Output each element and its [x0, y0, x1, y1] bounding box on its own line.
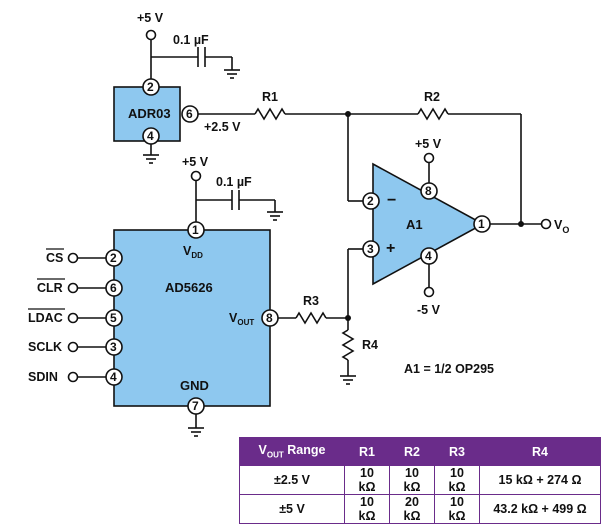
ad5626-chip	[113, 229, 271, 407]
cell-r4: 43.2 kΩ + 499 Ω	[479, 494, 601, 524]
opamp-vn-terminal	[423, 286, 435, 298]
opamp-note: A1 = 1/2 OP295	[404, 362, 494, 376]
ad5626-pin-vdd-label: 1	[192, 223, 199, 237]
opamp-vp-label: +5 V	[415, 137, 442, 151]
ad5626-gnd-label: GND	[180, 378, 209, 393]
resistor-value-table: VOUT Range R1 R2 R3 R4 ±2.5 V 10 kΩ 10 k…	[239, 437, 601, 524]
cell-range: ±2.5 V	[239, 465, 345, 495]
resistor-r4	[341, 329, 355, 361]
r2-label: R2	[424, 90, 440, 104]
ad5626-supply-terminal	[190, 170, 202, 182]
input-sdin-label: SDIN	[28, 370, 58, 384]
ad5626-pin-gnd-label: 7	[192, 399, 199, 413]
adr03-supply-terminal	[145, 29, 157, 41]
opamp-vp-terminal	[423, 152, 435, 164]
input-clr: CLR 6	[37, 278, 123, 297]
r4-label: R4	[362, 338, 378, 352]
opamp-pin-vp-label: 8	[425, 184, 432, 198]
ad5626-supply-label: +5 V	[182, 155, 209, 169]
header-vout-range: VOUT Range	[239, 437, 345, 466]
opamp-vn-label: -5 V	[417, 303, 441, 317]
ad5626-pin-vout-label: 8	[266, 311, 273, 325]
vout-terminal	[540, 218, 552, 230]
resistor-r2	[417, 107, 449, 121]
input-cs: CS 2	[46, 248, 123, 267]
resistor-r3	[295, 311, 327, 325]
cell-r1: 10 kΩ	[344, 465, 390, 495]
opamp-pin-inv	[362, 192, 380, 210]
adr03-supply-label: +5 V	[137, 11, 164, 25]
vout-label: VO	[554, 218, 569, 235]
input-cs-pin: 2	[110, 251, 117, 265]
adr03-name: ADR03	[128, 106, 171, 121]
cell-r4: 15 kΩ + 274 Ω	[479, 465, 601, 495]
header-r4: R4	[479, 437, 601, 466]
ad5626-vdd-label: VDD	[183, 244, 203, 260]
node-out	[518, 221, 524, 227]
input-ldac: LDAC 5	[28, 308, 123, 327]
opamp-a1	[372, 162, 485, 286]
header-r1: R1	[344, 437, 390, 466]
table-row: ±2.5 V 10 kΩ 10 kΩ 10 kΩ 15 kΩ + 274 Ω	[239, 465, 601, 495]
adr03-pin-in-label: 2	[147, 80, 154, 94]
input-sclk-label: SCLK	[28, 340, 62, 354]
opamp-name: A1	[406, 217, 423, 232]
ad5626-vout-label: VOUT	[229, 311, 254, 327]
input-cs-label: CS	[46, 251, 63, 265]
cell-r2: 10 kΩ	[389, 465, 435, 495]
r3-label: R3	[303, 294, 319, 308]
ad5626-cap-label: 0.1 µF	[216, 175, 252, 189]
cell-range: ±5 V	[239, 494, 345, 524]
input-sclk-pin: 3	[110, 340, 117, 354]
header-r2: R2	[389, 437, 435, 466]
adr03-cap-label: 0.1 µF	[173, 33, 209, 47]
header-r3: R3	[434, 437, 480, 466]
r1-label: R1	[262, 90, 278, 104]
adr03-pin-gnd-label: 4	[147, 129, 154, 143]
cell-r1: 10 kΩ	[344, 494, 390, 524]
ad5626-name: AD5626	[165, 280, 213, 295]
resistor-r1	[254, 107, 286, 121]
adr03-out-voltage: +2.5 V	[204, 120, 241, 134]
ad5626-input-pins: CS 2 CLR 6 LDAC 5 SCLK	[28, 248, 123, 386]
input-ldac-label: LDAC	[28, 311, 63, 325]
cell-r3: 10 kΩ	[434, 494, 480, 524]
cell-r2: 20 kΩ	[389, 494, 435, 524]
opamp-pin-out-label: 1	[478, 217, 485, 231]
opamp-pin-inv-label: 2	[367, 194, 374, 208]
table-row: ±5 V 10 kΩ 20 kΩ 10 kΩ 43.2 kΩ + 499 Ω	[239, 494, 601, 524]
adr03-pin-out-label: 6	[186, 107, 193, 121]
cell-r3: 10 kΩ	[434, 465, 480, 495]
opamp-plus-sign: +	[386, 240, 395, 257]
input-sdin: SDIN 4	[28, 368, 123, 386]
table-header-row: VOUT Range R1 R2 R3 R4	[239, 437, 601, 466]
input-clr-label: CLR	[37, 281, 63, 295]
input-sclk: SCLK 3	[28, 338, 123, 356]
opamp-minus-sign: −	[387, 192, 396, 209]
opamp-pin-noninv-label: 3	[367, 242, 374, 256]
input-ldac-pin: 5	[110, 311, 117, 325]
input-sdin-pin: 4	[110, 370, 117, 384]
opamp-pin-vn-label: 4	[425, 249, 432, 263]
input-clr-pin: 6	[110, 281, 117, 295]
